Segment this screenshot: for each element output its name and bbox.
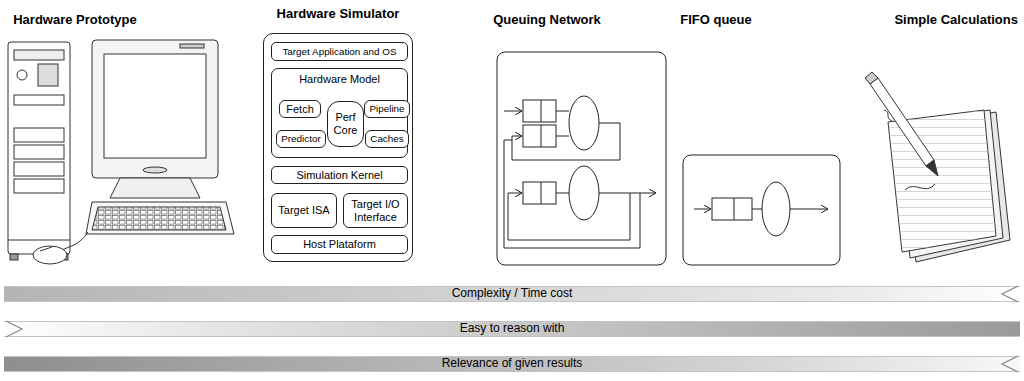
box-label: Target I/O Interface <box>344 198 407 223</box>
computer-monitor <box>92 40 218 198</box>
group-title: Hardware Model <box>272 73 407 86</box>
box-label: Predictor <box>279 133 323 144</box>
mouse <box>33 232 88 264</box>
box-label: Perf Core <box>328 111 363 136</box>
notebook-pencil <box>865 72 1010 262</box>
queuing-network <box>497 52 666 265</box>
box-label: Pipeline <box>367 103 406 114</box>
column-heading: Hardware Simulator <box>224 7 452 22</box>
component-box: Target ISA <box>271 193 337 228</box>
box-label: Target ISA <box>276 204 331 217</box>
component-box: Fetch <box>279 100 321 118</box>
component-box: Target I/O Interface <box>343 193 408 228</box>
scale-bar: Easy to reason with <box>4 321 1020 337</box>
component-box: Predictor <box>276 130 326 148</box>
bar-label: Complexity / Time cost <box>452 287 573 301</box>
bar-label: Relevance of given results <box>442 357 583 371</box>
component-box: Pipeline <box>364 100 410 118</box>
box-label: Fetch <box>284 103 316 116</box>
keyboard <box>86 202 234 234</box>
column-heading: Hardware Prototype <box>13 12 137 27</box>
column-heading: Simple Calculations <box>894 12 1018 27</box>
component-box: Caches <box>365 130 409 148</box>
column-heading: Queuing Network <box>493 12 601 27</box>
bar-label: Easy to reason with <box>460 322 565 336</box>
component-box: Simulation Kernel <box>271 166 408 184</box>
box-label: Caches <box>368 133 405 144</box>
scale-bar: Complexity / Time cost <box>4 286 1020 302</box>
component-box: Perf Core <box>327 101 364 147</box>
box-label: Host Plataform <box>301 238 378 251</box>
simulator-frame: Hardware SimulatorTarget Application and… <box>263 33 413 262</box>
computer-tower <box>8 42 70 260</box>
box-label: Target Application and OS <box>280 46 398 57</box>
column-heading: FIFO queue <box>680 12 752 27</box>
box-label: Simulation Kernel <box>294 169 384 182</box>
component-box: Host Plataform <box>271 235 408 254</box>
scale-bar: Relevance of given results <box>4 356 1020 372</box>
model-group: Hardware ModelFetchPerf Core PipelinePred… <box>271 68 408 158</box>
fifo-queue <box>683 155 840 265</box>
component-box: Target Application and OS <box>271 42 408 61</box>
